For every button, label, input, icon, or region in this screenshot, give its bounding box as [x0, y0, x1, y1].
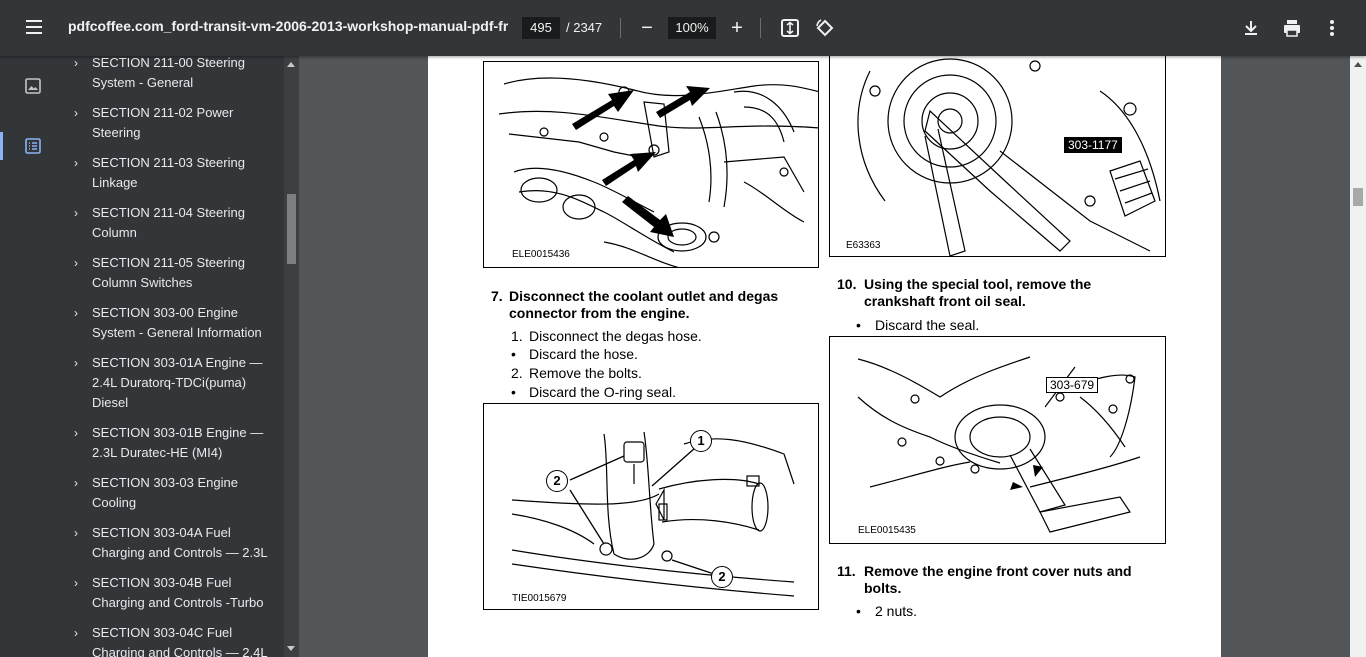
document-title: pdfcoffee.com_ford-transit-vm-2006-2013-… [68, 18, 508, 34]
more-icon[interactable] [1318, 14, 1346, 42]
chevron-right-icon[interactable]: › [74, 206, 78, 220]
figure-oil-seal-tool: 303-679 ELE0015435 [829, 336, 1166, 544]
list-marker: • [856, 603, 861, 619]
outline-panel: ›SECTION 211-00 Steering System - Genera… [66, 56, 284, 657]
outline-item[interactable]: ›SECTION 211-05 Steering Column Switches [74, 255, 245, 290]
step-title: Remove the engine front cover nuts and b… [864, 563, 1132, 596]
outline-item[interactable]: ›SECTION 211-03 Steering Linkage [74, 155, 245, 190]
scroll-up-icon[interactable] [287, 62, 295, 67]
outline-scrollbar[interactable] [284, 56, 299, 657]
outline-item[interactable]: ›SECTION 303-01B Engine — 2.3L Duratec-H… [74, 425, 264, 460]
outline-item[interactable]: ›SECTION 211-02 Power Steering [74, 105, 234, 140]
figure-crankshaft-tool: 303-1177 E63363 [829, 56, 1166, 257]
callout-2: 2 [546, 470, 568, 492]
toolbar-divider [760, 18, 761, 38]
page-number-input[interactable]: 495 [522, 17, 560, 39]
outline-item[interactable]: ›SECTION 303-00 Engine System - General … [74, 305, 262, 340]
chevron-right-icon[interactable]: › [74, 56, 78, 70]
callout-1: 1 [690, 430, 712, 452]
chevron-right-icon[interactable]: › [74, 426, 78, 440]
crankshaft-illustration [857, 58, 1161, 256]
step-line: Remove the bolts. [529, 365, 642, 381]
step-title: Disconnect the coolant outlet and degas … [509, 288, 779, 321]
zoom-out-icon[interactable]: − [641, 17, 653, 39]
step-line: Discard the hose. [529, 346, 638, 362]
outline-item[interactable]: ›SECTION 211-04 Steering Column [74, 205, 245, 240]
zoom-in-icon[interactable]: + [731, 17, 743, 39]
figure-code: ELE0015435 [858, 525, 916, 536]
thumbnails-icon[interactable] [0, 68, 66, 104]
list-marker: 2. [511, 365, 523, 381]
rotate-icon[interactable] [811, 14, 839, 42]
chevron-right-icon[interactable]: › [74, 106, 78, 120]
engine-illustration [498, 77, 818, 267]
step-title: Using the special tool, remove the crank… [864, 276, 1092, 309]
chevron-right-icon[interactable]: › [74, 156, 78, 170]
scrollbar-thumb[interactable] [1353, 188, 1363, 206]
menu-icon[interactable] [20, 16, 48, 40]
scroll-up-icon[interactable] [1354, 62, 1362, 67]
scroll-down-icon[interactable] [287, 646, 295, 651]
step-number: 7. [491, 288, 503, 304]
figure-engine-coolant-outlet: ELE0015436 [483, 61, 819, 268]
chevron-right-icon[interactable]: › [74, 356, 78, 370]
step-line: 2 nuts. [875, 603, 918, 619]
figure-code: ELE0015436 [512, 249, 570, 260]
step-line: Disconnect the degas hose. [529, 328, 702, 344]
tool-tag: 303-1177 [1064, 137, 1122, 153]
oil-seal-illustration [857, 356, 1141, 533]
figure-code: TIE0015679 [512, 593, 567, 604]
list-marker: 1. [511, 328, 523, 344]
toolbar-divider [620, 18, 621, 38]
scrollbar-thumb[interactable] [287, 194, 296, 264]
outline-item[interactable]: ›SECTION 303-04C Fuel Charging and Contr… [74, 625, 268, 657]
callout-2: 2 [711, 566, 733, 588]
sidebar-rail [0, 56, 66, 657]
outline-item[interactable]: ›SECTION 303-01A Engine — 2.4L Duratorq-… [74, 355, 263, 410]
figure-coolant-connector: 1 2 2 TIE0015679 [483, 403, 819, 610]
connector-illustration [511, 431, 795, 597]
chevron-right-icon[interactable]: › [74, 626, 78, 640]
step-line: Discard the seal. [875, 317, 980, 333]
outline-item[interactable]: ›SECTION 303-03 Engine Cooling [74, 475, 238, 510]
figure-code: E63363 [846, 240, 881, 251]
pdf-toolbar: pdfcoffee.com_ford-transit-vm-2006-2013-… [0, 0, 1366, 56]
zoom-level-input[interactable]: 100% [668, 17, 716, 39]
step-line: Discard the O-ring seal. [529, 384, 677, 400]
outline-icon[interactable] [0, 128, 66, 164]
chevron-right-icon[interactable]: › [74, 256, 78, 270]
chevron-right-icon[interactable]: › [74, 526, 78, 540]
chevron-right-icon[interactable]: › [74, 476, 78, 490]
document-scrollbar[interactable] [1350, 56, 1366, 657]
print-icon[interactable] [1278, 14, 1306, 42]
step-number: 10. [837, 276, 857, 292]
download-icon[interactable] [1237, 14, 1265, 42]
outline-item[interactable]: ›SECTION 211-00 Steering System - Genera… [74, 56, 245, 90]
page-total: / 2347 [566, 20, 603, 35]
outline-item[interactable]: ›SECTION 303-04A Fuel Charging and Contr… [74, 525, 268, 560]
list-marker: • [511, 346, 516, 362]
chevron-right-icon[interactable]: › [74, 306, 78, 320]
list-marker: • [856, 317, 861, 333]
step-number: 11. [837, 563, 856, 579]
tool-tag: 303-679 [1046, 377, 1099, 393]
chevron-right-icon[interactable]: › [74, 576, 78, 590]
list-marker: • [511, 384, 516, 400]
fit-page-icon[interactable] [776, 14, 804, 42]
outline-item[interactable]: ›SECTION 303-04B Fuel Charging and Contr… [74, 575, 264, 610]
pdf-page: ELE0015436 303-1177 E63363 7. [428, 56, 1221, 657]
